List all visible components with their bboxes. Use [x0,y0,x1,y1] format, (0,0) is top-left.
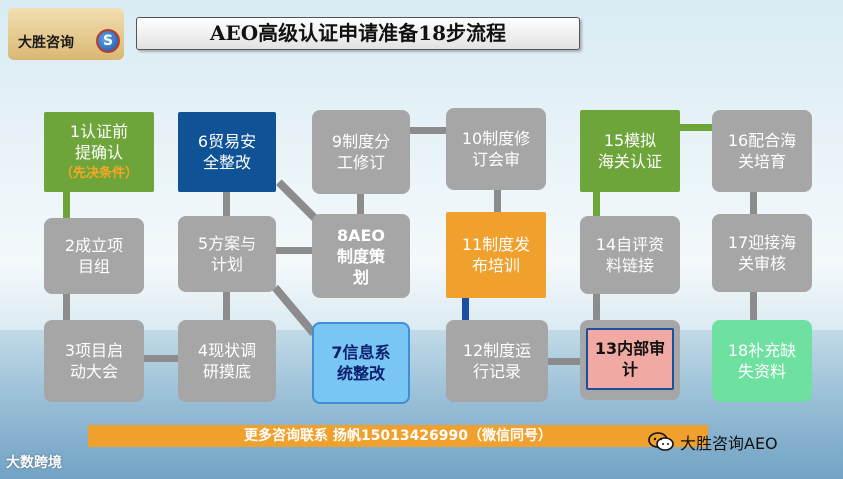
step-1-line-1: 1认证前 [69,121,129,141]
step-17-box: 17迎接海 关审核 [712,214,812,292]
step-7-line-1: 7信息系 [331,343,391,362]
connector-8-9 [357,192,364,216]
step-13-line-2: 计 [621,360,638,379]
step-18-line-1: 18补充缺 [727,341,797,360]
connector-5-6 [223,192,230,218]
step-8-box: 8AEO 制度策 划 [312,214,410,298]
step-11-box: 11制度发 布培训 [446,212,546,298]
step-4-line-2: 研摸底 [202,362,251,381]
connector-15-16 [678,124,714,131]
step-4-box: 4现状调 研摸底 [178,320,276,402]
connector-17-18 [750,290,757,320]
step-5-box: 5方案与 计划 [178,216,276,292]
step-15-line-1: 15模拟 [603,131,657,150]
step-6-line-2: 全整改 [202,153,251,172]
wechat-account-name: 大胜咨询AEO [680,434,778,453]
step-6-box: 6贸易安 全整改 [178,112,276,192]
page-title: AEO高级认证申请准备18步流程 [136,17,580,50]
step-13-box: 13内部审 计 [586,328,674,390]
step-5-line-2: 计划 [210,255,243,274]
step-13-frame: 13内部审 计 [580,320,680,400]
step-15-box: 15模拟 海关认证 [580,110,680,192]
step-8-line-1: 8AEO [336,225,386,245]
step-8-line-2: 制度策 [336,246,385,266]
step-8-line-3: 划 [352,267,369,287]
step-18-box: 18补充缺 失资料 [712,320,812,402]
connector-3-4 [142,355,178,362]
step-10-line-1: 10制度修 [461,129,531,148]
step-7-box: 7信息系 统整改 [312,322,410,404]
step-12-line-1: 12制度运 [462,341,532,360]
step-1-box: 1认证前 提确认 （先决条件） [44,112,154,192]
watermark: 大数跨境 [6,452,62,472]
step-14-line-1: 14自评资 [595,235,665,254]
connector-5-8 [272,247,314,254]
step-5-line-1: 5方案与 [197,234,257,253]
wechat-icon [648,432,674,452]
watermark-text: 大数跨境 [6,455,62,471]
connector-10-11 [494,188,501,212]
step-9-line-2: 工修订 [336,153,385,172]
connector-11-12 [462,298,469,320]
connector-9-10 [408,127,448,134]
step-2-line-2: 目组 [77,257,110,276]
step-12-line-2: 行记录 [472,362,521,381]
step-16-box: 16配合海 关培育 [712,110,812,192]
step-14-line-2: 料链接 [605,256,654,275]
step-1-line-2: 提确认 [74,142,123,162]
step-16-line-1: 16配合海 [727,131,797,150]
step-12-box: 12制度运 行记录 [446,320,548,402]
step-16-line-2: 关培育 [737,152,786,171]
step-3-box: 3项目启 动大会 [44,320,144,402]
step-6-line-1: 6贸易安 [197,132,257,151]
step-7-line-2: 统整改 [336,364,385,383]
step-15-line-2: 海关认证 [597,152,662,171]
connector-14-15 [593,190,600,216]
step-11-line-1: 11制度发 [461,235,531,254]
logo-s-icon: S [96,29,120,53]
step-14-box: 14自评资 料链接 [580,216,680,294]
step-9-line-1: 9制度分 [331,132,391,151]
wechat-account: 大胜咨询AEO [648,430,778,454]
connector-4-5 [223,290,230,320]
connector-5-7 [272,284,317,336]
step-1-precondition: （先决条件） [59,165,138,181]
logo-text: 大胜咨询 [18,35,74,51]
connector-16-17 [750,190,757,216]
connector-12-13 [547,358,585,365]
step-18-line-2: 失资料 [737,362,786,381]
company-logo: 大胜咨询 S [8,8,124,60]
step-13-line-1: 13内部审 [594,339,666,358]
step-2-box: 2成立项 目组 [44,218,144,294]
step-10-line-2: 订会审 [471,150,520,169]
connector-2-3 [63,292,70,320]
step-3-line-1: 3项目启 [64,341,124,360]
connector-1-2 [63,190,70,220]
contact-banner: 更多咨询联系 扬帆15013426990（微信同号） [88,425,708,447]
step-4-line-1: 4现状调 [197,341,257,360]
connector-13-14 [593,292,600,320]
step-2-line-1: 2成立项 [64,236,124,255]
step-17-line-2: 关审核 [737,254,786,273]
step-9-box: 9制度分 工修订 [312,110,410,194]
step-11-line-2: 布培训 [471,256,520,275]
step-10-box: 10制度修 订会审 [446,108,546,190]
step-3-line-2: 动大会 [69,362,118,381]
step-17-line-1: 17迎接海 [727,233,797,252]
